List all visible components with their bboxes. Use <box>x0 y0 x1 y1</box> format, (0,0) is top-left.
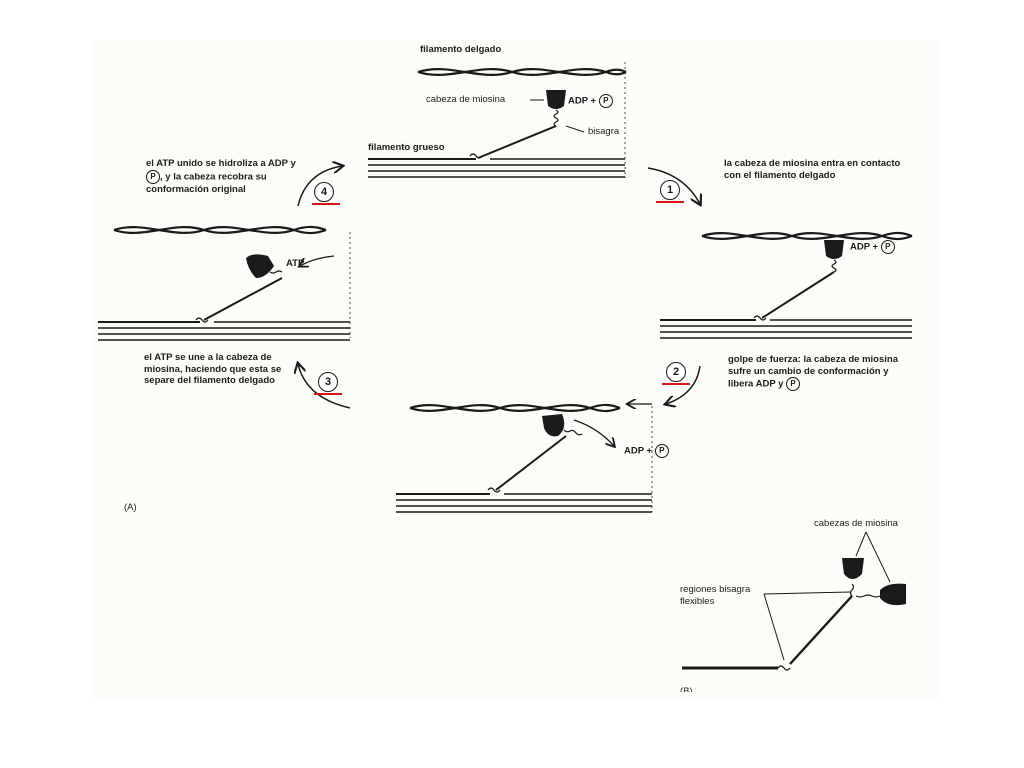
label-thin-filament: filamento delgado <box>420 44 502 55</box>
label-adp-p-top: ADP + P <box>568 94 613 108</box>
myosin-head-top <box>546 90 566 109</box>
label-atp: ATP <box>286 258 305 269</box>
label-hinge-regions: regiones bisagra flexibles <box>680 584 751 607</box>
panel-b-label: (B) <box>680 686 693 692</box>
step1-underline <box>656 201 684 203</box>
step3-underline <box>314 393 342 395</box>
phosphate-icon: P <box>786 377 801 391</box>
adp-text: ADP <box>624 445 644 457</box>
phosphate-icon: P <box>654 444 669 458</box>
plus-text: + <box>590 95 597 107</box>
step2-text: golpe de fuerza: la cabeza de miosina su… <box>728 354 908 391</box>
panel-right <box>660 231 913 339</box>
myosin-neck-b <box>789 595 853 665</box>
step4-number: 4 <box>314 182 334 202</box>
leader-hinge-2 <box>763 593 785 661</box>
step2-caption: golpe de fuerza: la cabeza de miosina su… <box>728 354 898 390</box>
atp-arrow <box>300 255 335 266</box>
label-myosin-head: cabeza de miosina <box>426 94 506 105</box>
cycle-arrow-3 <box>298 364 351 409</box>
thick-filament-left <box>98 321 350 341</box>
step1-number: 1 <box>660 180 680 200</box>
myosin-head-b1 <box>842 558 864 579</box>
label-thick-filament: filamento grueso <box>368 142 445 153</box>
thin-filament-top <box>417 68 627 76</box>
label-hinge: bisagra <box>588 126 620 137</box>
thick-filament-bottom <box>396 493 652 513</box>
panel-b <box>682 531 906 671</box>
myosin-head-left <box>246 254 274 278</box>
cycle-arrow-1 <box>647 167 700 204</box>
plus-text: + <box>872 241 879 253</box>
phosphate-icon: P <box>880 240 895 254</box>
step2-underline <box>662 383 690 385</box>
myosin-neck-top <box>477 125 557 159</box>
cycle-arrow-2 <box>666 365 701 404</box>
phosphate-icon: P <box>146 169 160 184</box>
phosphate-icon: P <box>598 94 613 108</box>
cycle-arrow-4 <box>297 166 342 207</box>
step3-number: 3 <box>318 372 338 392</box>
leader-heads-1 <box>855 531 867 557</box>
thick-filament-top <box>368 158 625 178</box>
myosin-neck-right <box>761 271 835 319</box>
hinge-spring-top <box>553 109 559 127</box>
myosin-head-right <box>824 240 844 259</box>
leader-hinge-1 <box>763 591 851 595</box>
step3-text: el ATP se une a la cabeza de miosina, ha… <box>144 352 282 386</box>
step1-text: la cabeza de miosina entra en contacto c… <box>724 158 901 181</box>
leader-heads-2 <box>865 531 891 583</box>
diagram-paper <box>92 40 940 700</box>
panel-bottom <box>396 403 653 513</box>
panel-top <box>368 62 627 178</box>
step4-caption-a: el ATP unido se hidroliza a ADP y <box>146 158 296 169</box>
label-adp-p-right: ADP + P <box>850 240 895 254</box>
panel-a-label: (A) <box>124 502 137 513</box>
plus-text: + <box>646 445 653 457</box>
adp-text: ADP <box>850 241 870 253</box>
step4-underline <box>312 203 340 205</box>
thick-filament-right <box>660 319 912 339</box>
label-adp-p-bottom: ADP + P <box>624 444 669 458</box>
step4-text: el ATP unido se hidroliza a ADP y P, y l… <box>146 158 306 195</box>
panel-left <box>98 225 351 341</box>
myosin-head-b2 <box>880 583 906 606</box>
leader-hinge <box>565 125 585 133</box>
adp-text: ADP <box>568 95 588 107</box>
step2-number: 2 <box>666 362 686 382</box>
label-myosin-heads: cabezas de miosina <box>814 518 898 529</box>
myosin-neck-left <box>203 277 283 321</box>
myosin-head-bottom <box>542 414 565 437</box>
step4-caption-b: , y la cabeza recobra su conformación or… <box>146 171 267 195</box>
release-arrow <box>573 419 614 446</box>
myosin-neck-bottom <box>495 435 567 491</box>
